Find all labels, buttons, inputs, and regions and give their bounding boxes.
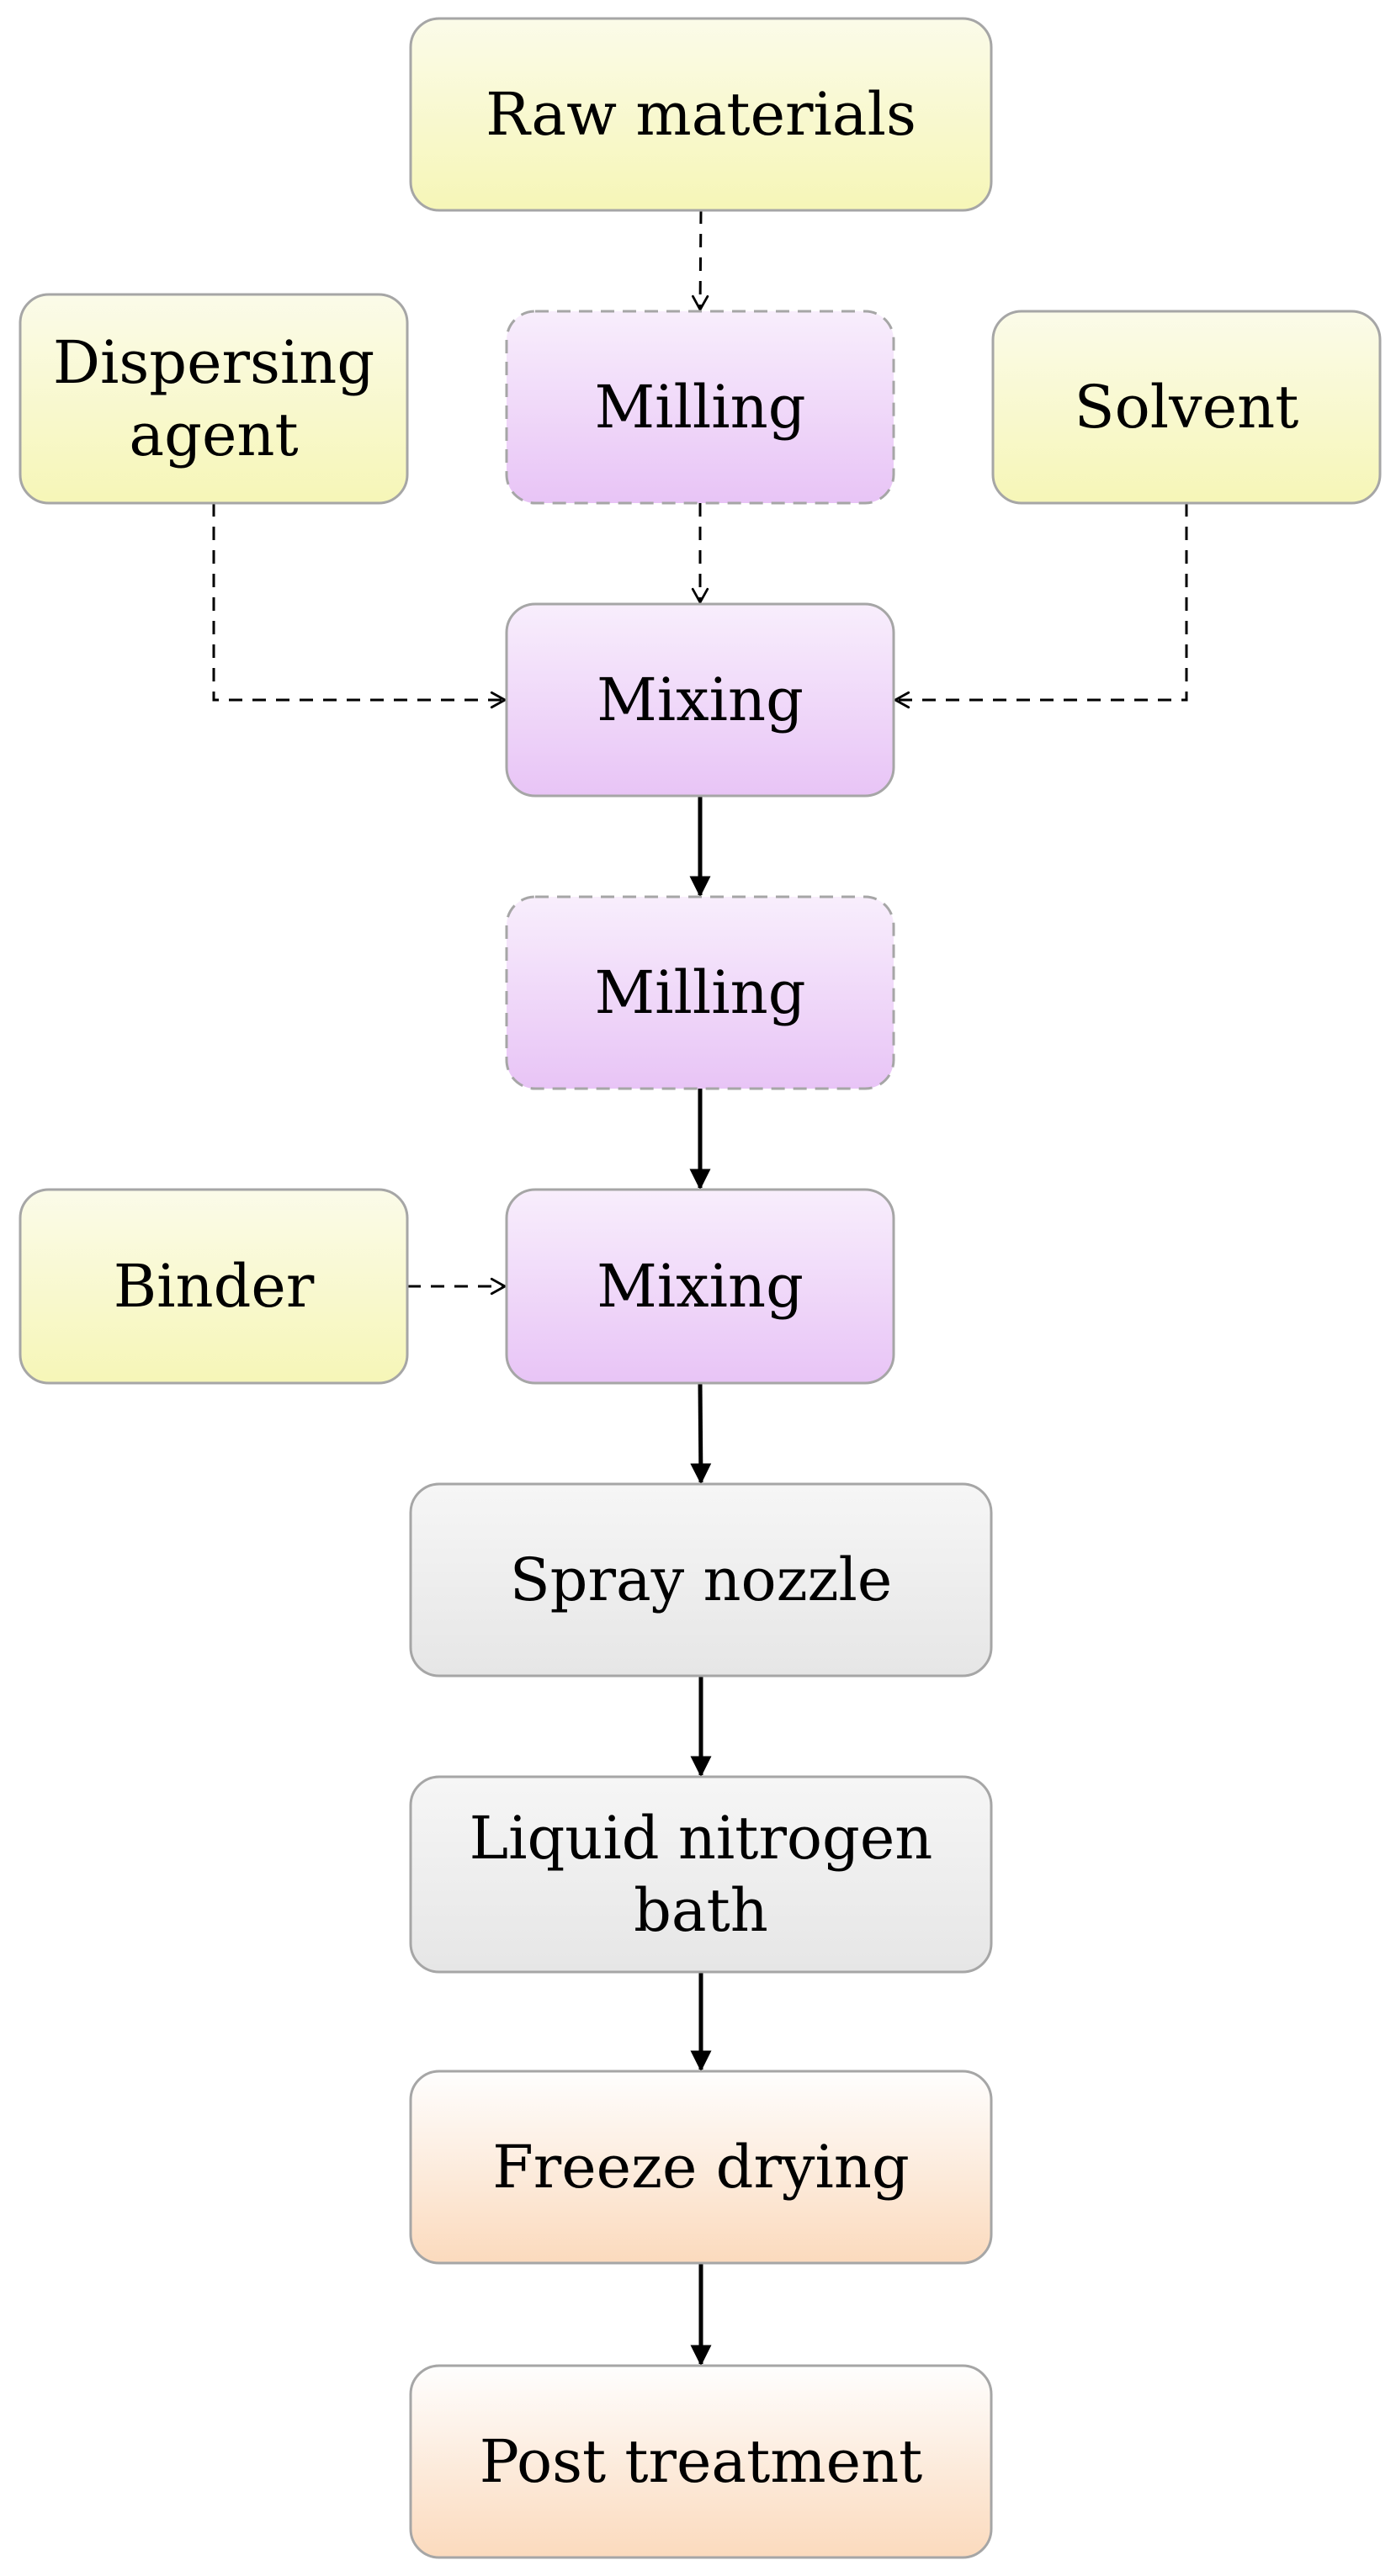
spray-nozzle-box — [409, 1482, 993, 1678]
dispersing-agent-box — [19, 293, 409, 505]
node-mixing-1: Mixing — [505, 602, 895, 798]
node-raw-materials: Raw materials — [409, 17, 993, 212]
freeze-drying-label: Freeze drying — [492, 2133, 910, 2202]
arrow-dispersing-agent-to-mixing-1 — [212, 503, 507, 709]
mixing-2-label: Mixing — [597, 1252, 804, 1321]
solvent-box — [991, 310, 1382, 505]
mixing-1-label: Mixing — [597, 665, 804, 734]
spray-nozzle-label: Spray nozzle — [510, 1545, 893, 1614]
milling-2-label: Milling — [594, 958, 805, 1027]
milling-1-label: Milling — [594, 373, 805, 442]
mixing-2-box — [505, 1188, 895, 1385]
node-milling-2: Milling — [505, 895, 895, 1090]
node-spray-nozzle: Spray nozzle — [409, 1482, 993, 1678]
arrow-raw-materials-to-milling-1 — [691, 209, 709, 311]
node-post-treatment: Post treatment — [409, 2364, 993, 2559]
node-milling-1: Milling — [505, 310, 895, 505]
mixing-1-box — [505, 602, 895, 798]
node-freeze-drying: Freeze drying — [409, 2070, 993, 2265]
solvent-label: Solvent — [1075, 373, 1299, 442]
node-mixing-2: Mixing — [505, 1188, 895, 1385]
raw-materials-label: Raw materials — [486, 80, 916, 149]
node-binder: Binder — [19, 1188, 409, 1385]
raw-materials-box — [409, 17, 993, 212]
post-treatment-label: Post treatment — [480, 2427, 923, 2496]
liquid-nitrogen-bath-label-line-2: bath — [634, 1876, 768, 1945]
dispersing-agent-label-line-1: Dispersing — [53, 328, 374, 397]
binder-label: Binder — [114, 1252, 315, 1321]
liquid-nitrogen-bath-box — [409, 1775, 993, 1974]
milling-1-box — [505, 310, 895, 505]
liquid-nitrogen-bath-label-line-1: Liquid nitrogen — [470, 1804, 933, 1873]
milling-2-box — [505, 895, 895, 1090]
arrow-mixing-2-to-spray-nozzle — [690, 1382, 712, 1485]
post-treatment-box — [409, 2364, 993, 2559]
dispersing-agent-label-line-2: agent — [129, 400, 298, 469]
freeze-drying-box — [409, 2070, 993, 2265]
binder-box — [19, 1188, 409, 1385]
connectors — [212, 209, 1188, 2367]
arrow-solvent-to-mixing-1 — [894, 503, 1188, 709]
node-solvent: Solvent — [991, 310, 1382, 505]
